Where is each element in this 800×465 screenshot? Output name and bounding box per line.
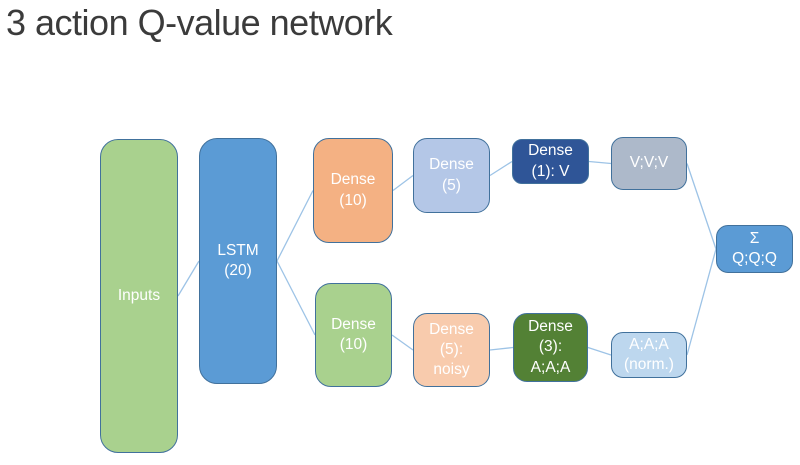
node-dense10-bottom: Dense (10) [315, 283, 392, 387]
edge-inputs-to-lstm [177, 260, 200, 297]
node-dense1-v: Dense (1): V [512, 139, 589, 184]
edge-vvv-to-sigma [686, 163, 717, 250]
page-title: 3 action Q-value network [6, 2, 393, 43]
edge-dense5-to-dense1-v [489, 160, 513, 177]
edge-aaa-norm-to-sigma [686, 248, 717, 356]
node-lstm: LSTM (20) [199, 138, 277, 384]
node-sigma: Σ Q;Q;Q [716, 225, 793, 273]
edge-dense10-bottom-to-dense5-noisy [391, 334, 414, 351]
edge-dense5-noisy-to-dense3-aaa [489, 346, 514, 351]
edge-lstm-to-dense10-top [276, 190, 314, 262]
edge-dense1-v-to-vvv [588, 160, 612, 165]
edge-dense3-aaa-to-aaa-norm [587, 346, 612, 356]
node-aaa-norm: A;A;A (norm.) [611, 332, 687, 378]
node-inputs: Inputs [100, 139, 178, 453]
node-dense5-noisy: Dense (5): noisy [413, 313, 490, 387]
edge-lstm-to-dense10-bottom [276, 260, 316, 336]
edge-dense10-top-to-dense5 [392, 174, 414, 192]
node-dense5: Dense (5) [413, 138, 490, 213]
node-dense3-aaa: Dense (3): A;A;A [513, 313, 588, 382]
node-dense10-top: Dense (10) [313, 138, 393, 243]
node-vvv: V;V;V [611, 137, 687, 190]
